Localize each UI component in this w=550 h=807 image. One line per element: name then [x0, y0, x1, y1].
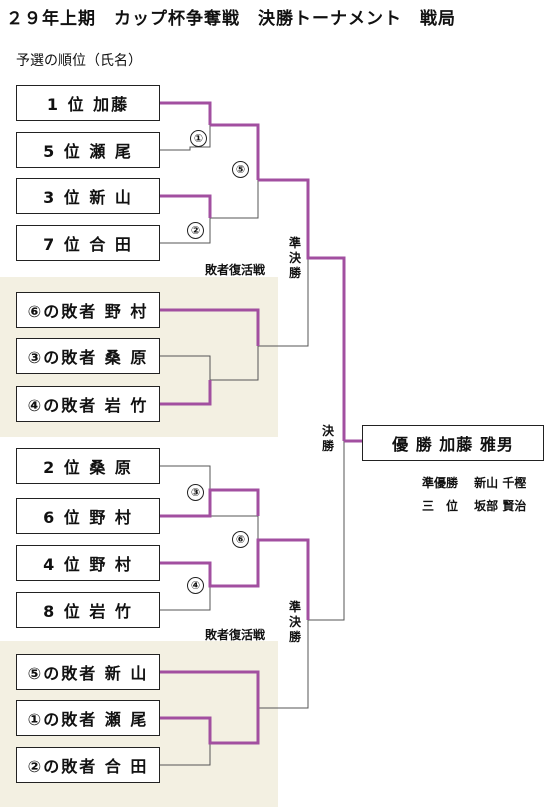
entry-box: ④の敗者 岩 竹 — [16, 386, 160, 422]
line-m5-loser — [210, 180, 259, 219]
winner-path-m5 — [210, 123, 260, 180]
match-number: ③ — [187, 484, 204, 501]
entry-box: ⑤の敗者 新 山 — [16, 654, 160, 690]
match-number: ② — [187, 222, 204, 239]
entry-box: 7 位 合 田 — [16, 225, 160, 261]
line-final-loser — [308, 441, 345, 621]
line-rep1b — [210, 346, 259, 381]
entry-box: ②の敗者 合 田 — [16, 747, 160, 783]
entry-box: 1 位 加藤 — [16, 85, 160, 121]
winner-path-nomura-rep — [160, 308, 260, 346]
entry-box: 8 位 岩 竹 — [16, 592, 160, 628]
runner-up: 準優勝 新山 千樫 — [422, 476, 527, 490]
semifinal-label: 準決勝 — [288, 600, 301, 644]
winner-path-arayama-m2 — [160, 194, 212, 218]
match-number: ① — [190, 130, 207, 147]
winner-path-nomura4 — [160, 538, 310, 620]
winner-path-semi1 — [258, 178, 346, 441]
entry-box: ①の敗者 瀬 尾 — [16, 700, 160, 736]
winner-path-seo-rep — [160, 708, 260, 745]
match-number: ⑤ — [232, 161, 249, 178]
page-title: ２９年上期 カップ杯争奪戦 決勝トーナメント 戦局 — [6, 9, 456, 29]
subtitle: 予選の順位（氏名） — [16, 53, 142, 69]
line-semi2-loser — [258, 620, 309, 709]
entry-box: 4 位 野 村 — [16, 545, 160, 581]
winner-path-kato-m1 — [160, 101, 212, 125]
champion-box: 優 勝 加藤 雅男 — [362, 425, 544, 461]
third-place: 三 位 坂部 賢治 — [422, 499, 527, 513]
line-rep2-loser — [160, 743, 211, 766]
entry-box: 3 位 新 山 — [16, 178, 160, 214]
winner-path-arayama-rep — [160, 670, 260, 708]
match-number: ④ — [187, 577, 204, 594]
winner-path-nomura6 — [160, 488, 260, 518]
line-m1-loser — [160, 125, 211, 151]
repechage-label: 敗者復活戦 — [205, 628, 266, 642]
line-m3-loser — [160, 465, 211, 490]
repechage-label: 敗者復活戦 — [205, 263, 266, 277]
match-number: ⑥ — [232, 531, 249, 548]
semifinal-label: 準決勝 — [288, 236, 301, 280]
final-label: 決勝 — [321, 424, 334, 453]
winner-path-takeiwa — [160, 380, 212, 406]
entry-box: 6 位 野 村 — [16, 498, 160, 534]
entry-box: ⑥の敗者 野 村 — [16, 292, 160, 328]
entry-box: ③の敗者 桑 原 — [16, 338, 160, 374]
entry-box: 5 位 瀬 尾 — [16, 132, 160, 168]
line-m4-loser — [160, 586, 211, 611]
line-m2-loser — [160, 218, 211, 244]
entry-box: 2 位 桑 原 — [16, 448, 160, 484]
line-semi1-loser — [258, 258, 309, 347]
line-rep1-loser — [160, 355, 211, 404]
